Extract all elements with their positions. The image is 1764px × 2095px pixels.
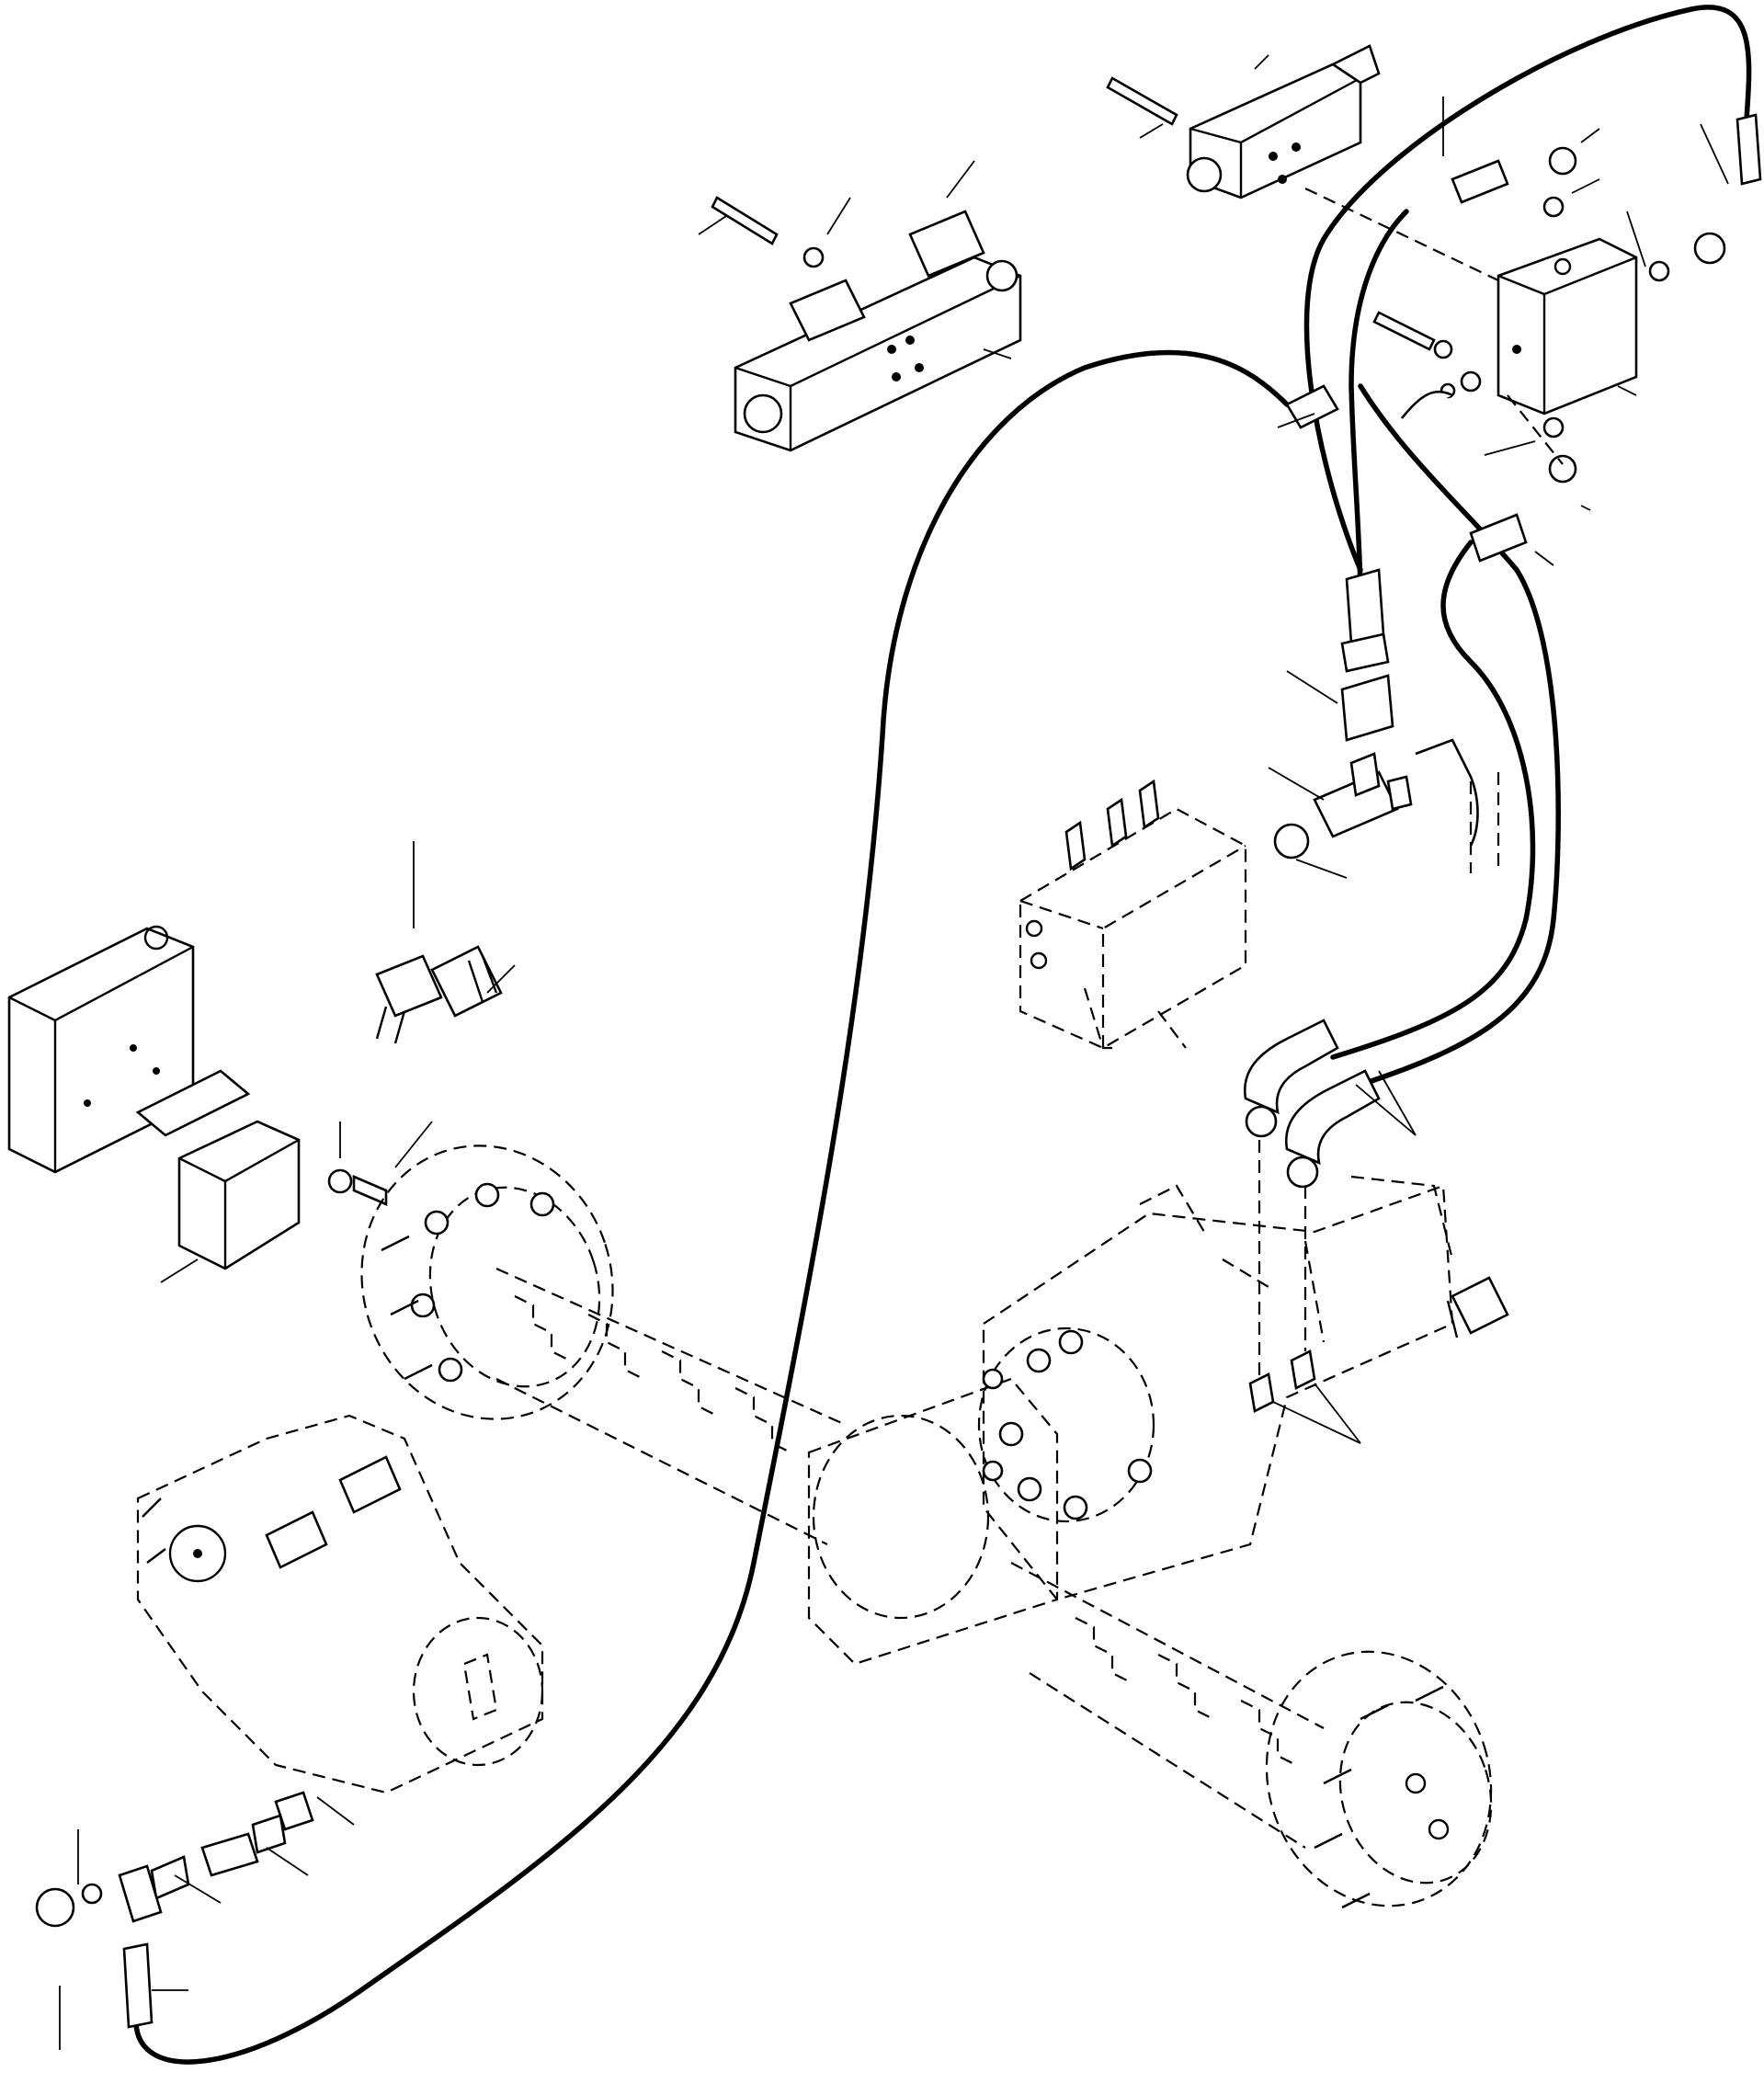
- valve-block: [1277, 97, 1762, 566]
- solenoid-valve-double: [698, 160, 1022, 452]
- drive-axle: [360, 1144, 1509, 1909]
- elbow-fittings: [1243, 1019, 1417, 1379]
- hose-right-1: [1330, 540, 1536, 1060]
- relay-box: [160, 1120, 301, 1283]
- hydrostatic-pump: [35, 1414, 544, 2050]
- valve-bracket: [7, 925, 251, 1174]
- hose-pump-to-top-valve: [133, 349, 1290, 2065]
- hose-right-2: [1358, 383, 1561, 1087]
- fittings: [1268, 568, 1500, 879]
- solenoid-valve-single: [1106, 44, 1381, 199]
- hose-block-to-tee: [1349, 209, 1409, 591]
- pressure-switch: [375, 841, 516, 1044]
- control-valve: [1019, 779, 1247, 1050]
- bolt-and-nut: [327, 1121, 433, 1206]
